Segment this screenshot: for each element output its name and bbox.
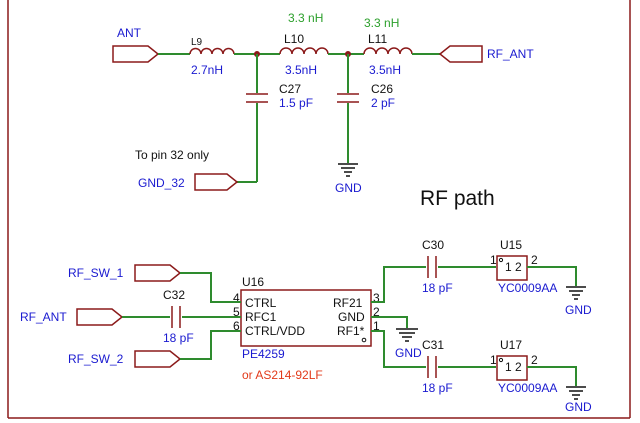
u16-ref: U16 [242, 275, 264, 289]
wire [180, 272, 241, 303]
c27-ref: C27 [279, 82, 301, 96]
inductor-l11[interactable]: 3.3 nH L11 3.5nH [363, 16, 413, 77]
u16-pin-name: GND [338, 310, 365, 324]
ground-symbol: GND [395, 328, 422, 360]
wire [527, 366, 577, 386]
gnd-label: GND [565, 303, 592, 317]
u15-pin-num: 1 [490, 253, 497, 267]
ground-symbol: GND [335, 163, 362, 195]
u16-pin-num: 2 [373, 305, 380, 319]
port-rf-sw-2-label: RF_SW_2 [68, 352, 124, 366]
port-ant-top-label: ANT [117, 26, 142, 40]
u17-pins-inside: 1 2 [505, 360, 522, 374]
port-rf-sw-1[interactable]: RF_SW_1 [68, 264, 182, 282]
u15-value: YC0009AA [498, 281, 557, 295]
u17-pin-num: 2 [531, 353, 538, 367]
u16-pin-name: RF21 [333, 296, 363, 310]
wire [180, 330, 241, 360]
u15-pin-num: 2 [531, 253, 538, 267]
wire [371, 316, 408, 328]
l9-value: 2.7nH [191, 63, 223, 77]
gnd-label: GND [335, 181, 362, 195]
l10-ref: L10 [284, 32, 304, 46]
port-gnd-32-label: GND_32 [138, 176, 185, 190]
port-ant-top[interactable]: ANT [112, 26, 160, 63]
u16-pin-num: 4 [233, 291, 240, 305]
component-u17[interactable]: U17 1 1 2 2 YC0009AA [490, 338, 557, 395]
u16-pin-name: RFC1 [245, 310, 277, 324]
l11-alt-value: 3.3 nH [364, 16, 399, 30]
l9-ref: L9 [191, 37, 203, 48]
port-gnd-32[interactable]: GND_32 [138, 173, 239, 191]
u17-pin-num: 1 [490, 353, 497, 367]
c27-value: 1.5 pF [279, 96, 313, 110]
pin1-marker [498, 357, 504, 363]
c26-value: 2 pF [371, 96, 395, 110]
u16-pin-num: 1 [373, 319, 380, 333]
wire [371, 266, 426, 303]
c26-ref: C26 [371, 82, 393, 96]
u15-ref: U15 [500, 238, 522, 252]
gnd-label: GND [565, 400, 592, 414]
ic-u16[interactable]: U16 PE4259 or AS214-92LF 4 CTRL 5 RFC1 6… [233, 275, 380, 382]
u16-pin-name: RF1* [337, 324, 365, 338]
inductor-l10[interactable]: 3.3 nH L10 3.5nH [279, 11, 329, 77]
ground-symbol: GND [565, 386, 592, 414]
u17-ref: U17 [500, 338, 522, 352]
capacitor-c32[interactable]: C32 18 pF [163, 288, 194, 345]
capacitor-c31[interactable]: C31 18 pF [422, 338, 453, 395]
c32-ref: C32 [163, 288, 185, 302]
diagram-title: RF path [420, 187, 495, 210]
capacitor-c26[interactable]: C26 2 pF [337, 82, 395, 110]
l11-value: 3.5nH [369, 63, 401, 77]
l11-ref: L11 [368, 32, 387, 46]
c30-value: 18 pF [422, 281, 453, 295]
u16-pin-num: 3 [373, 291, 380, 305]
u16-pin-name: CTRL [245, 296, 277, 310]
l10-value: 3.5nH [285, 63, 317, 77]
u16-pin-num: 6 [233, 319, 240, 333]
ground-symbol: GND [565, 286, 592, 317]
c30-ref: C30 [422, 238, 444, 252]
port-rf-ant-left[interactable]: RF_ANT [20, 308, 124, 326]
wire [527, 266, 577, 286]
u15-pins-inside: 1 2 [505, 260, 522, 274]
u16-part: PE4259 [242, 347, 285, 361]
u16-pin-num: 5 [233, 305, 240, 319]
u17-value: YC0009AA [498, 381, 557, 395]
port-rf-ant-top[interactable]: RF_ANT [438, 45, 534, 63]
wire [371, 330, 426, 368]
pin1-marker [498, 257, 504, 263]
u16-pin-name: CTRL/VDD [245, 324, 305, 338]
gnd-label: GND [395, 346, 422, 360]
port-rf-ant-left-label: RF_ANT [20, 310, 67, 324]
port-rf-sw-1-label: RF_SW_1 [68, 266, 124, 280]
capacitor-c30[interactable]: C30 18 pF [422, 238, 453, 295]
inductor-l9[interactable]: L9 2.7nH [189, 37, 235, 77]
capacitor-c27[interactable]: C27 1.5 pF [246, 82, 313, 110]
l10-alt-value: 3.3 nH [288, 11, 323, 25]
note-pin32: To pin 32 only [135, 148, 209, 162]
component-u15[interactable]: U15 1 1 2 2 YC0009AA [490, 238, 557, 295]
port-rf-ant-top-label: RF_ANT [487, 47, 534, 61]
c31-value: 18 pF [422, 381, 453, 395]
pin1-marker [361, 337, 367, 343]
c32-value: 18 pF [163, 331, 194, 345]
u16-alt-part: or AS214-92LF [242, 368, 323, 382]
port-rf-sw-2[interactable]: RF_SW_2 [68, 350, 182, 368]
c31-ref: C31 [422, 338, 444, 352]
